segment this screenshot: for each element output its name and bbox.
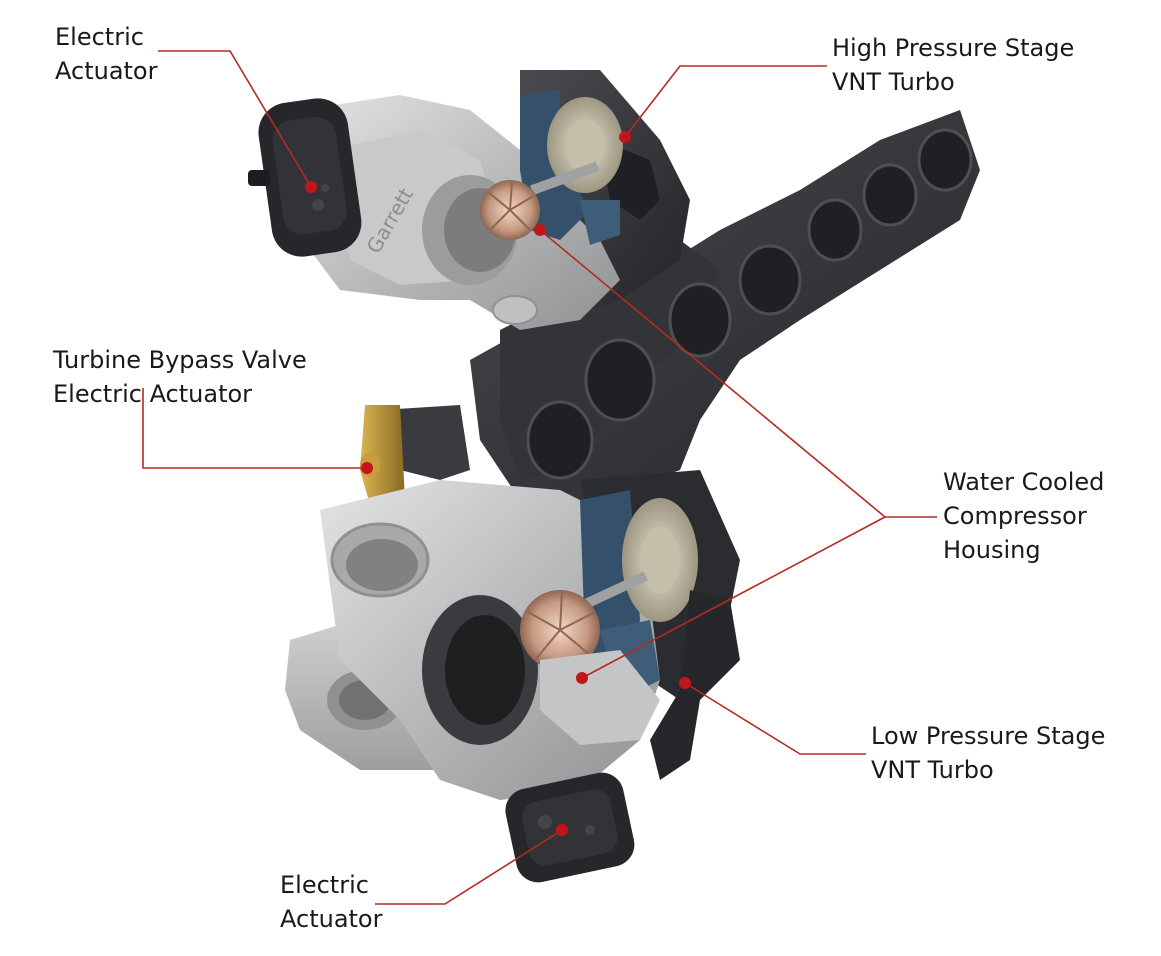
leader-high-pressure-stage (624, 65, 827, 138)
red-dot-icon (679, 677, 691, 689)
label-line: Electric (280, 871, 369, 899)
label-line: Turbine Bypass Valve (53, 346, 307, 374)
label-line: Electric (55, 23, 144, 51)
turbine-bypass-valve-actuator (360, 405, 470, 505)
label-electric-actuator-top: Electric Actuator (55, 20, 157, 88)
electric-actuator-bottom (505, 772, 635, 883)
red-dot-icon (556, 824, 568, 836)
label-water-cooled-housing: Water Cooled Compressor Housing (943, 465, 1104, 567)
label-electric-actuator-bottom: Electric Actuator (280, 868, 382, 936)
label-turbine-bypass-valve: Turbine Bypass Valve Electric Actuator (53, 343, 307, 411)
label-line: Actuator (280, 905, 383, 933)
leader-electric-actuator-bottom (375, 829, 563, 905)
label-line: Low Pressure Stage (871, 722, 1106, 750)
leader-water-cooled-bottom (581, 516, 886, 679)
red-dot-icon (534, 224, 546, 236)
label-line: Housing (943, 536, 1041, 564)
red-dot-icon (576, 672, 588, 684)
red-dot-icon (361, 462, 373, 474)
high-pressure-turbo: Garrett (300, 90, 623, 330)
label-line: Actuator (55, 57, 158, 85)
label-line: VNT Turbo (832, 68, 955, 96)
leader-low-pressure-stage (684, 682, 866, 755)
label-low-pressure-stage: Low Pressure Stage VNT Turbo (871, 719, 1105, 787)
label-line: High Pressure Stage (832, 34, 1075, 62)
label-line: VNT Turbo (871, 756, 994, 784)
label-line: Compressor (943, 502, 1087, 530)
red-dot-icon (305, 181, 317, 193)
electric-actuator-top (248, 98, 362, 257)
leader-turbine-bypass-valve (142, 388, 367, 469)
low-pressure-turbo (285, 480, 740, 800)
exhaust-manifold (470, 70, 980, 700)
label-line: Water Cooled (943, 468, 1105, 496)
callout-dots (305, 131, 691, 836)
leader-electric-actuator-top (158, 50, 312, 188)
leader-lines (142, 50, 937, 905)
label-high-pressure-stage: High Pressure Stage VNT Turbo (832, 31, 1074, 99)
label-line: Electric Actuator (53, 380, 253, 408)
red-dot-icon (619, 131, 631, 143)
